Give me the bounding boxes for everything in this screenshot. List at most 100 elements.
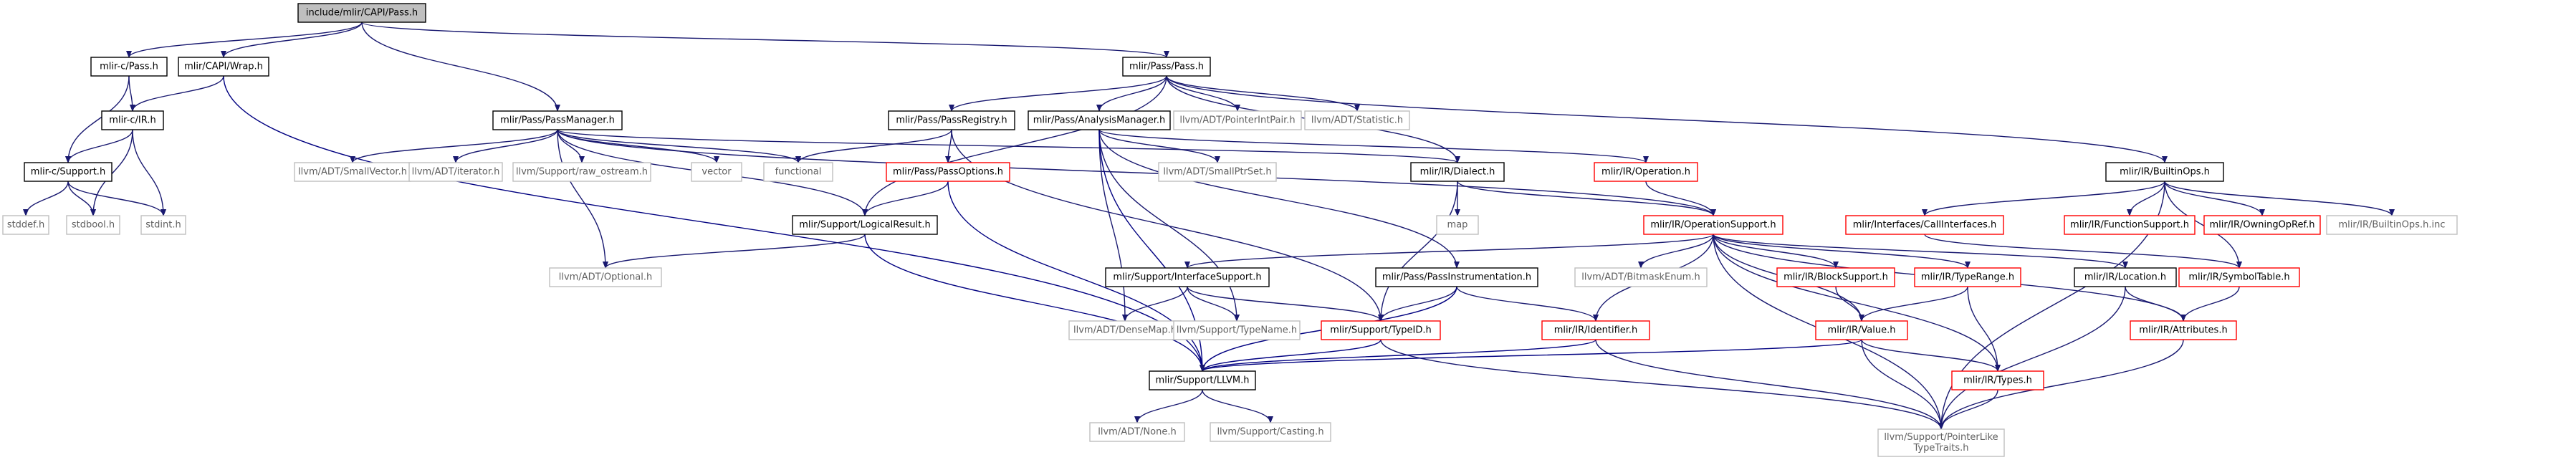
- node-stdbool[interactable]: stdbool.h: [66, 215, 120, 235]
- node-pass-manager[interactable]: mlir/Pass/PassManager.h: [492, 110, 623, 130]
- node-label: llvm/ADT/SmallPtrSet.h: [1163, 167, 1271, 178]
- node-analysis-manager[interactable]: mlir/Pass/AnalysisManager.h: [1028, 110, 1171, 130]
- node-block-support[interactable]: mlir/IR/BlockSupport.h: [1776, 267, 1895, 287]
- edge-block-support-to-ir-value: [1835, 286, 1864, 322]
- node-label: mlir/IR/Attributes.h: [2139, 325, 2227, 336]
- edge-interface-support-to-type-name: [1187, 286, 1240, 322]
- node-adt-none[interactable]: llvm/ADT/None.h: [1089, 422, 1185, 442]
- node-capi-wrap[interactable]: mlir/CAPI/Wrap.h: [178, 57, 269, 77]
- node-box: [691, 162, 742, 182]
- node-label: llvm/ADT/SmallVector.h: [298, 167, 407, 178]
- node-box: [1877, 428, 2005, 457]
- edge-support-llvm-to-adt-none: [1134, 389, 1203, 423]
- node-box: [1122, 57, 1211, 77]
- node-label: vector: [702, 167, 732, 178]
- node-raw-ostream[interactable]: llvm/Support/raw_ostream.h: [512, 162, 651, 182]
- node-pass-pass[interactable]: mlir/Pass/Pass.h: [1122, 57, 1211, 77]
- dependency-nodes: include/mlir/CAPI/Pass.h mlir-c/Pass.h mli…: [2, 3, 2458, 457]
- node-c-support[interactable]: mlir-c/Support.h: [24, 162, 112, 182]
- edge-pass-pass-to-analysis-manager: [1096, 75, 1167, 112]
- node-box: [1845, 215, 2004, 235]
- node-box: [1304, 110, 1410, 130]
- node-optional[interactable]: llvm/ADT/Optional.h: [549, 267, 662, 287]
- node-label: mlir-c/Support.h: [31, 167, 105, 178]
- node-label: mlir/Support/InterfaceSupport.h: [1113, 272, 1261, 283]
- node-box: [2064, 215, 2196, 235]
- node-label: mlir/Pass/PassInstrumentation.h: [1382, 272, 1531, 283]
- node-logical-result[interactable]: mlir/Support/LogicalResult.h: [792, 215, 938, 235]
- node-box: [792, 215, 938, 235]
- node-ir-value[interactable]: mlir/IR/Value.h: [1815, 320, 1908, 340]
- node-box: [492, 110, 623, 130]
- node-c-ir[interactable]: mlir-c/IR.h: [101, 110, 164, 130]
- node-ir-location[interactable]: mlir/IR/Location.h: [2074, 267, 2177, 287]
- node-box: [549, 267, 662, 287]
- node-label: llvm/Support/raw_ostream.h: [516, 167, 648, 178]
- node-small-ptr-set[interactable]: llvm/ADT/SmallPtrSet.h: [1158, 162, 1277, 182]
- node-bitmask-enum[interactable]: llvm/ADT/BitmaskEnum.h: [1574, 267, 1708, 287]
- node-dense-map[interactable]: llvm/ADT/DenseMap.h: [1068, 320, 1182, 340]
- edge-support-llvm-to-casting: [1202, 389, 1273, 423]
- node-ir-attributes[interactable]: mlir/IR/Attributes.h: [2130, 320, 2237, 340]
- node-identifier[interactable]: mlir/IR/Identifier.h: [1541, 320, 1650, 340]
- edge-operation-support-to-bitmask-enum: [1638, 234, 1714, 269]
- node-ir-dialect[interactable]: mlir/IR/Dialect.h: [1410, 162, 1505, 182]
- node-label: llvm/ADT/None.h: [1098, 427, 1176, 438]
- node-stddef[interactable]: stddef.h: [2, 215, 49, 235]
- node-label: functional: [775, 167, 822, 178]
- edge-logical-result-to-optional: [603, 234, 866, 269]
- node-owning-op-ref[interactable]: mlir/IR/OwningOpRef.h: [2203, 215, 2321, 235]
- node-builtin-ops-inc[interactable]: mlir/IR/BuiltinOps.h.inc: [2326, 215, 2458, 235]
- node-root[interactable]: include/mlir/CAPI/Pass.h: [297, 3, 426, 23]
- node-label: mlir/CAPI/Wrap.h: [184, 62, 263, 72]
- node-builtin-ops[interactable]: mlir/IR/BuiltinOps.h: [2105, 162, 2224, 182]
- node-support-llvm[interactable]: mlir/Support/LLVM.h: [1149, 370, 1256, 390]
- node-statistic[interactable]: llvm/ADT/Statistic.h: [1304, 110, 1410, 130]
- node-label: mlir/Pass/AnalysisManager.h: [1033, 115, 1165, 126]
- node-map[interactable]: map: [1436, 215, 1479, 235]
- node-label: mlir/IR/BuiltinOps.h: [2120, 167, 2210, 178]
- node-pass-options[interactable]: mlir/Pass/PassOptions.h: [886, 162, 1010, 182]
- edge-pass-registry-to-type-id: [951, 129, 1384, 322]
- node-label: stdbool.h: [72, 220, 115, 231]
- edge-ir-location-to-pointer-like: [1938, 286, 2126, 430]
- edge-operation-support-to-type-range: [1713, 234, 1971, 269]
- node-ir-operation[interactable]: mlir/IR/Operation.h: [1594, 162, 1698, 182]
- node-pass-registry[interactable]: mlir/Pass/PassRegistry.h: [888, 110, 1015, 130]
- node-label: mlir/IR/BuiltinOps.h.inc: [2339, 220, 2446, 231]
- node-operation-support[interactable]: mlir/IR/OperationSupport.h: [1643, 215, 1783, 235]
- node-ptr-int-pair[interactable]: llvm/ADT/PointerIntPair.h: [1173, 110, 1302, 130]
- node-label: mlir/Support/TypeID.h: [1330, 325, 1431, 336]
- node-box: [2178, 267, 2300, 287]
- node-capi-pass[interactable]: mlir-c/Pass.h: [90, 57, 168, 77]
- node-iterator[interactable]: llvm/ADT/iterator.h: [408, 162, 503, 182]
- node-ir-types[interactable]: mlir/IR/Types.h: [1951, 370, 2044, 390]
- node-label: mlir/Pass/PassRegistry.h: [896, 115, 1007, 126]
- edge-pass-pass-to-logical-result: [862, 75, 1167, 216]
- node-box: [24, 162, 112, 182]
- node-label: stddef.h: [7, 220, 44, 231]
- edge-symbol-table-to-ir-attributes: [2180, 286, 2240, 322]
- node-box: [90, 57, 168, 77]
- node-vector[interactable]: vector: [691, 162, 742, 182]
- node-type-range[interactable]: mlir/IR/TypeRange.h: [1914, 267, 2021, 287]
- edge-analysis-manager-to-ir-operation: [1098, 129, 1649, 163]
- node-type-id[interactable]: mlir/Support/TypeID.h: [1321, 320, 1441, 340]
- node-functional[interactable]: functional: [763, 162, 833, 182]
- node-interface-support[interactable]: mlir/Support/InterfaceSupport.h: [1105, 267, 1270, 287]
- edge-c-support-to-stdbool: [67, 181, 96, 216]
- node-label: mlir/Pass/PassManager.h: [500, 115, 615, 126]
- edge-type-range-to-ir-types: [1967, 286, 2001, 372]
- node-box: [1914, 267, 2021, 287]
- node-casting[interactable]: llvm/Support/Casting.h: [1210, 422, 1331, 442]
- node-type-name[interactable]: llvm/Support/TypeName.h: [1173, 320, 1301, 340]
- node-label: mlir/Support/LLVM.h: [1156, 375, 1250, 386]
- node-symbol-table[interactable]: mlir/IR/SymbolTable.h: [2178, 267, 2300, 287]
- edge-type-range-to-ir-value: [1859, 286, 1968, 322]
- node-function-support[interactable]: mlir/IR/FunctionSupport.h: [2064, 215, 2196, 235]
- node-small-vector[interactable]: llvm/ADT/SmallVector.h: [294, 162, 411, 182]
- node-stdint[interactable]: stdint.h: [140, 215, 186, 235]
- node-call-interfaces[interactable]: mlir/Interfaces/CallInterfaces.h: [1845, 215, 2004, 235]
- node-pass-instrumentation[interactable]: mlir/Pass/PassInstrumentation.h: [1375, 267, 1538, 287]
